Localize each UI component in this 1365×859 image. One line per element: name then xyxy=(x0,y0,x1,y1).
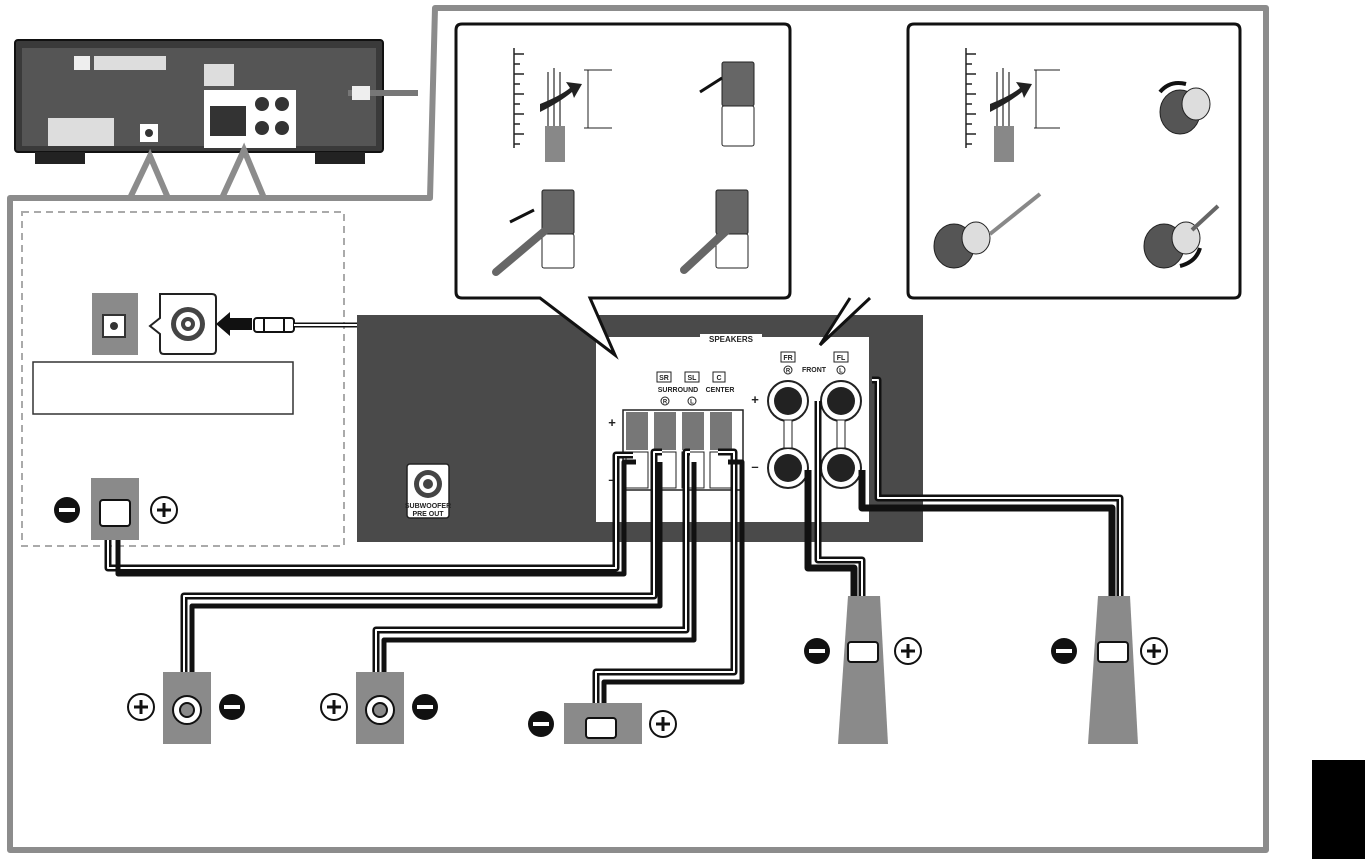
subwoofer-pre-out-line1: SUBWOOFER xyxy=(405,503,451,510)
subwoofer-pre-out-line2: PRE OUT xyxy=(412,511,444,518)
center-label: CENTER xyxy=(706,387,735,394)
minus-sign: – xyxy=(608,472,615,487)
subwoofer-area xyxy=(21,211,345,547)
minus-sign: – xyxy=(751,459,758,474)
spring-terminal-detail-callout xyxy=(454,22,792,360)
subwoofer-note-box xyxy=(32,361,294,415)
speaker-icon xyxy=(91,478,139,540)
c-badge: C xyxy=(716,375,721,382)
minus-circle-icon xyxy=(219,694,245,720)
front-right-speaker xyxy=(838,596,888,744)
binding-post-detail-callout xyxy=(818,22,1242,347)
fl-left-mark: L xyxy=(839,369,843,375)
sr-badge: SR xyxy=(659,375,669,382)
subwoofer-pre-out-jack: SUBWOOFER PRE OUT xyxy=(405,463,451,519)
plus-sign: + xyxy=(608,415,616,430)
fr-right-mark: R xyxy=(786,369,791,375)
front-left-speaker xyxy=(1088,596,1138,744)
speakers-label: SPEAKERS xyxy=(709,335,754,344)
front-label: FRONT xyxy=(802,367,827,374)
fr-badge: FR xyxy=(783,355,792,362)
minus-circle-icon xyxy=(412,694,438,720)
sl-badge: SL xyxy=(688,375,698,382)
fl-badge: FL xyxy=(837,355,846,362)
minus-circle-icon xyxy=(1051,638,1077,664)
plus-circle-icon xyxy=(127,693,155,721)
surround-right-speaker xyxy=(163,672,211,744)
rca-plug-icon xyxy=(253,317,295,333)
zoom-indicator-sub xyxy=(127,148,171,200)
plus-circle-icon xyxy=(894,637,922,665)
sr-right-mark: R xyxy=(663,400,668,406)
plus-sign: + xyxy=(751,392,759,407)
plus-circle-icon xyxy=(649,710,677,738)
sl-left-mark: L xyxy=(690,400,694,406)
plus-circle-icon xyxy=(1140,637,1168,665)
center-speaker xyxy=(564,703,642,744)
plus-circle-icon xyxy=(320,693,348,721)
minus-circle-icon xyxy=(528,711,554,737)
arrow-icon xyxy=(216,312,252,336)
subwoofer-input-bubble xyxy=(148,293,217,355)
surround-label: SURROUND xyxy=(658,387,698,394)
minus-circle-icon xyxy=(54,497,80,523)
receiver-rear-view xyxy=(14,39,418,164)
minus-circle-icon xyxy=(804,638,830,664)
speaker-cables xyxy=(104,376,1124,725)
zoom-indicator-speakers xyxy=(219,142,267,200)
plus-circle-icon xyxy=(150,496,178,524)
side-tab xyxy=(1312,760,1365,859)
outer-frame xyxy=(7,5,1269,853)
binding-post-icon xyxy=(767,380,862,489)
surround-left-speaker xyxy=(356,672,404,744)
subwoofer-speaker xyxy=(92,293,138,355)
